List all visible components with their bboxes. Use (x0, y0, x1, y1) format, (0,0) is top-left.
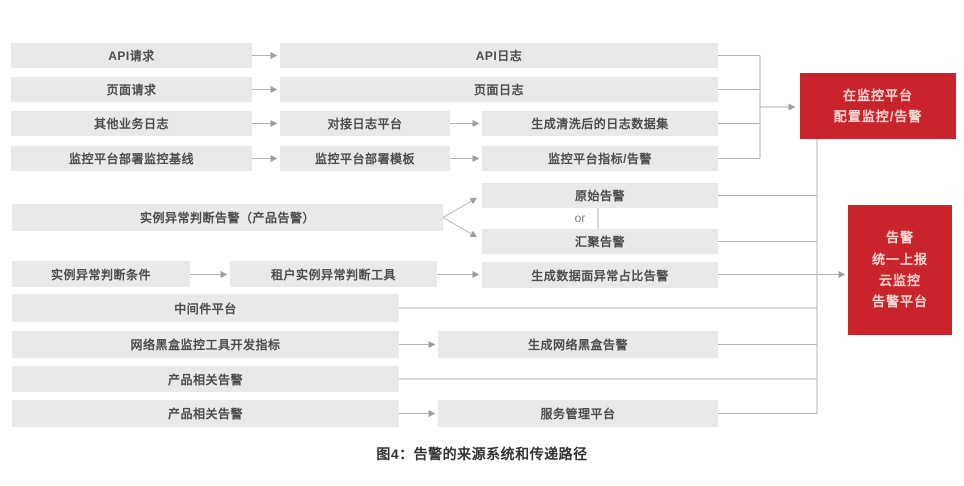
node-cleaned-dataset: 生成清洗后的日志数据集 (482, 111, 718, 136)
node-monitor-baseline: 监控平台部署监控基线 (11, 146, 252, 171)
edge-col2-col3 (450, 120, 480, 162)
node-api-log: API日志 (280, 43, 718, 68)
node-blackbox-alert: 生成网络黑盒告警 (438, 331, 718, 358)
edge-top-collector (718, 55, 796, 159)
edge-instance-fork (442, 197, 599, 238)
node-unified-report: 告警 统一上报 云监控 告警平台 (848, 205, 952, 335)
node-judge-condition: 实例异常判断条件 (12, 261, 190, 287)
node-aggregated-alert: 汇聚告警 (482, 229, 718, 254)
or-label: or (574, 211, 586, 225)
node-configure-monitor: 在监控平台 配置监控/告警 (800, 73, 956, 139)
node-api-request: API请求 (11, 43, 252, 68)
node-page-request: 页面请求 (11, 77, 252, 102)
edge-right-collector (399, 139, 846, 414)
node-configure-monitor-line1: 在监控平台 (842, 87, 913, 103)
node-middleware: 中间件平台 (12, 294, 399, 322)
node-service-platform: 服务管理平台 (438, 400, 718, 427)
node-tenant-tool: 租户实例异常判断工具 (230, 261, 437, 287)
node-log-platform: 对接日志平台 (280, 111, 450, 136)
figure-caption: 图4：告警的来源系统和传递路径 (376, 446, 588, 462)
node-unified-report-line2: 统一上报 (871, 251, 928, 267)
node-page-log: 页面日志 (280, 77, 718, 102)
node-deploy-template: 监控平台部署模板 (280, 146, 450, 171)
node-product-alert-1: 产品相关告警 (12, 366, 399, 392)
node-dataplane-alert: 生成数据面异常占比告警 (482, 262, 718, 288)
node-unified-report-line4: 告警平台 (871, 294, 928, 310)
node-other-business-logs: 其他业务日志 (11, 111, 252, 136)
edge-col1-col2 (252, 52, 278, 162)
node-unified-report-line1: 告警 (885, 230, 914, 246)
node-configure-monitor-line2: 配置监控/告警 (833, 109, 923, 124)
node-instance-alert: 实例异常判断告警（产品告警） (12, 204, 443, 231)
node-platform-metrics: 监控平台指标/告警 (482, 146, 718, 171)
node-blackbox-metrics: 网络黑盒监控工具开发指标 (12, 331, 399, 358)
node-original-alert: 原始告警 (482, 183, 718, 208)
edge-bottom-row (399, 341, 436, 417)
node-product-alert-2: 产品相关告警 (12, 400, 399, 427)
node-unified-report-line3: 云监控 (878, 273, 921, 288)
